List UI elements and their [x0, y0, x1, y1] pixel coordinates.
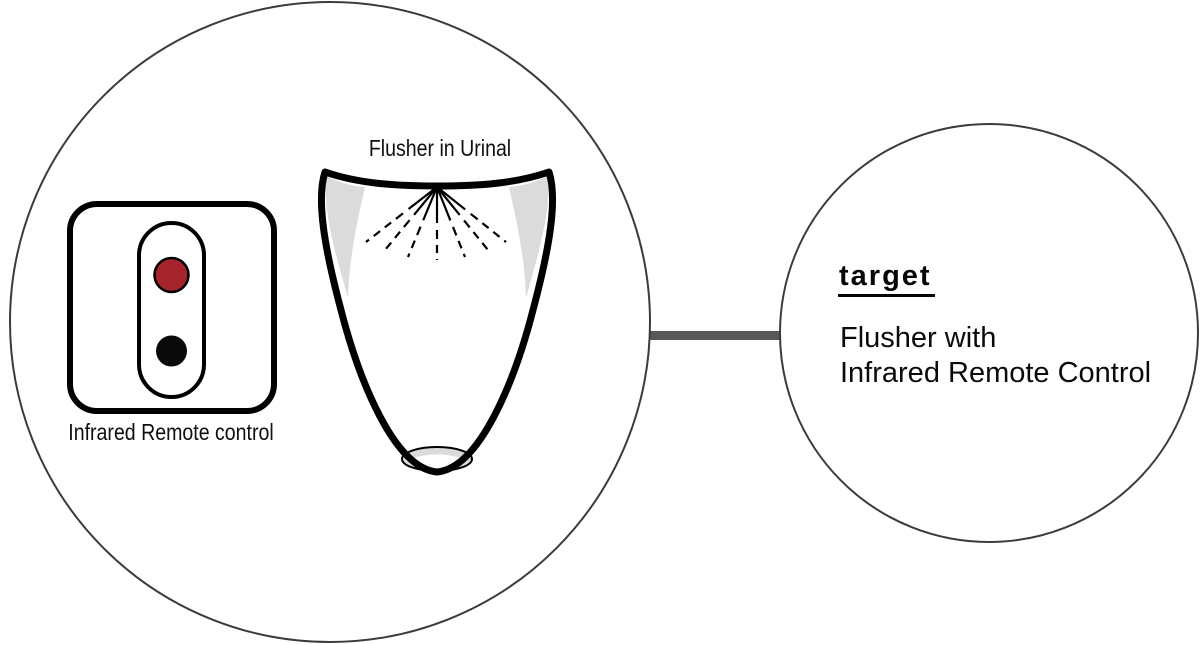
target-heading-text: target [838, 259, 935, 297]
bowl-shade-left [325, 176, 365, 298]
spray-lines [365, 186, 507, 260]
bowl-shade-right [509, 176, 549, 298]
black-button [156, 335, 187, 367]
urinal-bowl-fill [321, 172, 553, 472]
urinal-bowl-outline [317, 168, 557, 476]
spray-ray [406, 186, 439, 258]
target-description-line2: Infrared Remote Control [840, 357, 1152, 389]
spray-ray [436, 186, 507, 243]
urinal-flusher-illustration [317, 168, 557, 476]
spray-ray [365, 186, 438, 243]
remote-label: Infrared Remote control [68, 419, 274, 445]
urinal-label: Flusher in Urinal [368, 135, 512, 161]
target-description: Flusher with Infrared Remote Control [840, 321, 1151, 391]
infrared-remote-illustration [67, 201, 277, 414]
spray-ray [436, 186, 489, 251]
target-heading: target [838, 259, 935, 297]
target-circle [779, 123, 1199, 543]
spray-ray [435, 186, 467, 258]
red-button [153, 256, 190, 294]
connector-line [612, 331, 818, 340]
remote-button-slot [137, 221, 206, 399]
target-description-line1: Flusher with [840, 322, 997, 354]
spray-ray [384, 186, 438, 251]
